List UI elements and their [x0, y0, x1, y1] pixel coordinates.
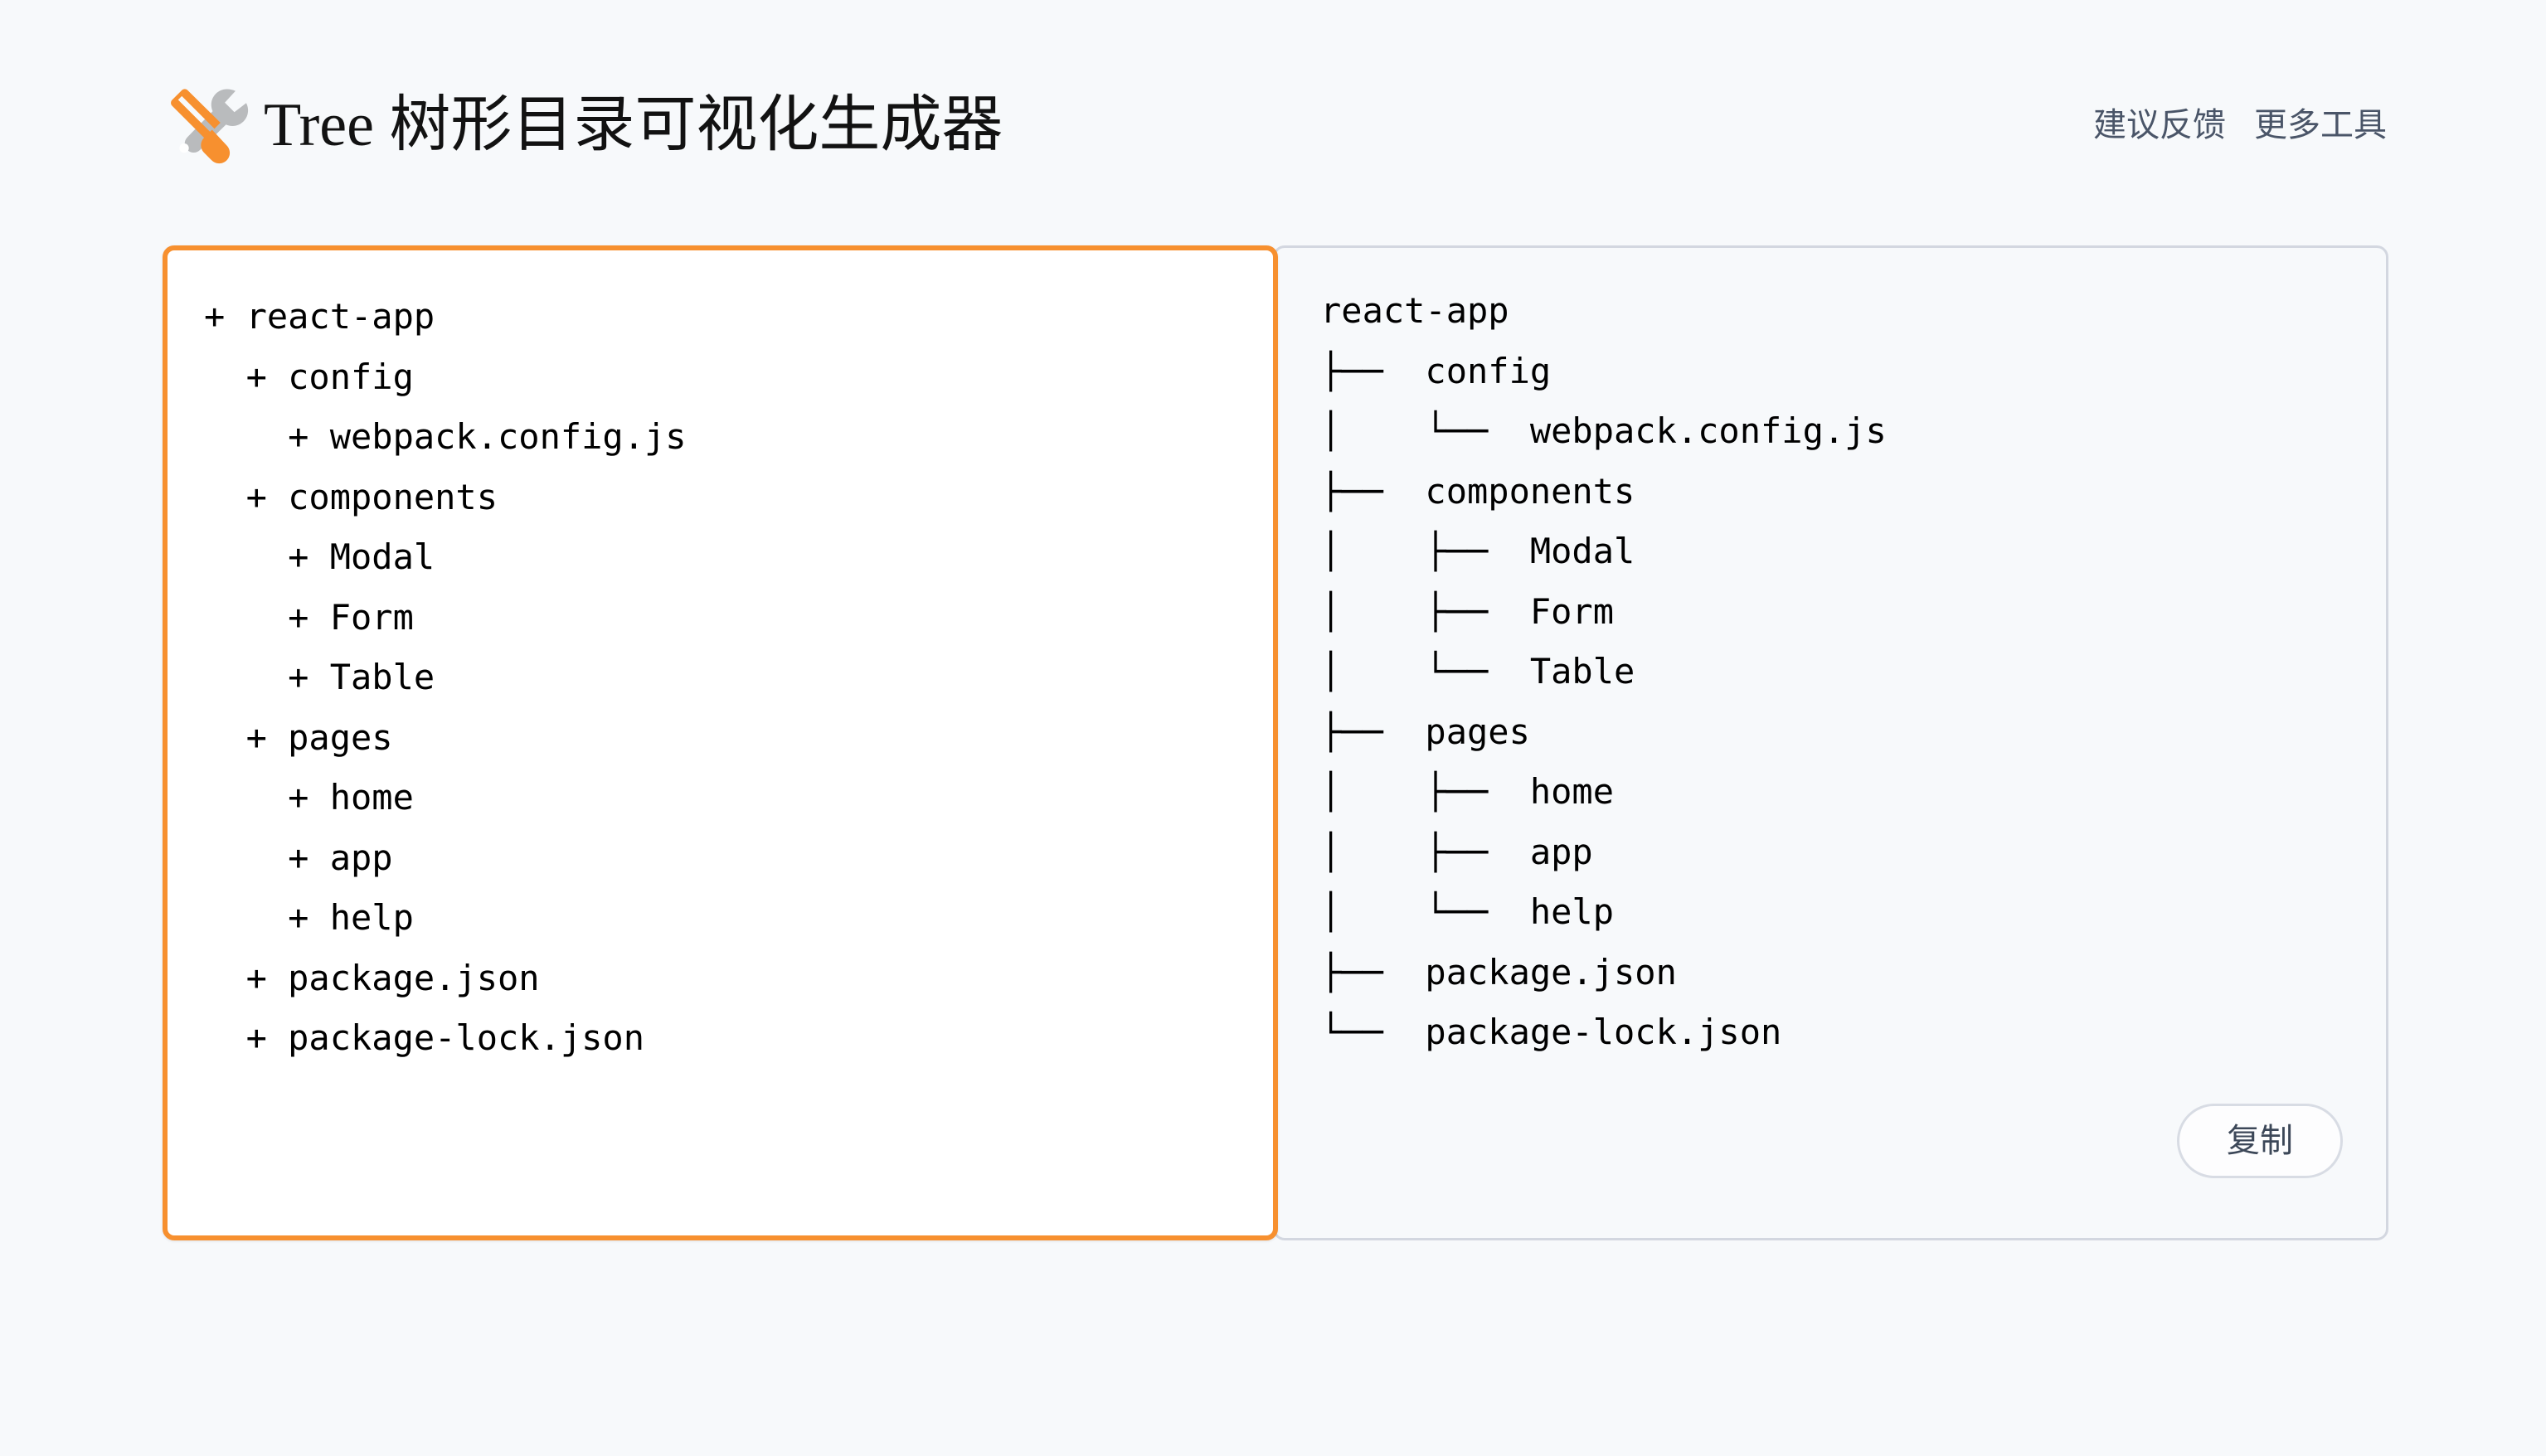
copy-button[interactable]: 复制	[2177, 1104, 2343, 1178]
hammer-and-wrench-icon	[171, 89, 249, 164]
feedback-link[interactable]: 建议反馈	[2093, 107, 2226, 143]
brand: Tree 树形目录可视化生成器	[163, 82, 1003, 168]
tree-source-editor[interactable]: + react-app + config + webpack.config.js…	[163, 245, 1278, 1240]
workspace: + react-app + config + webpack.config.js…	[163, 245, 2388, 1240]
header-nav: 建议反馈 更多工具	[2093, 109, 2388, 142]
tree-preview-panel: react-app ├── config │ └── webpack.confi…	[1273, 245, 2388, 1240]
tree-source-text[interactable]: + react-app + config + webpack.config.js…	[204, 296, 687, 1058]
more-tools-link[interactable]: 更多工具	[2254, 107, 2387, 143]
tree-preview-text: react-app ├── config │ └── webpack.confi…	[1320, 290, 1887, 1052]
page-header: Tree 树形目录可视化生成器 建议反馈 更多工具	[163, 80, 2388, 171]
page-title: Tree 树形目录可视化生成器	[264, 91, 1003, 159]
